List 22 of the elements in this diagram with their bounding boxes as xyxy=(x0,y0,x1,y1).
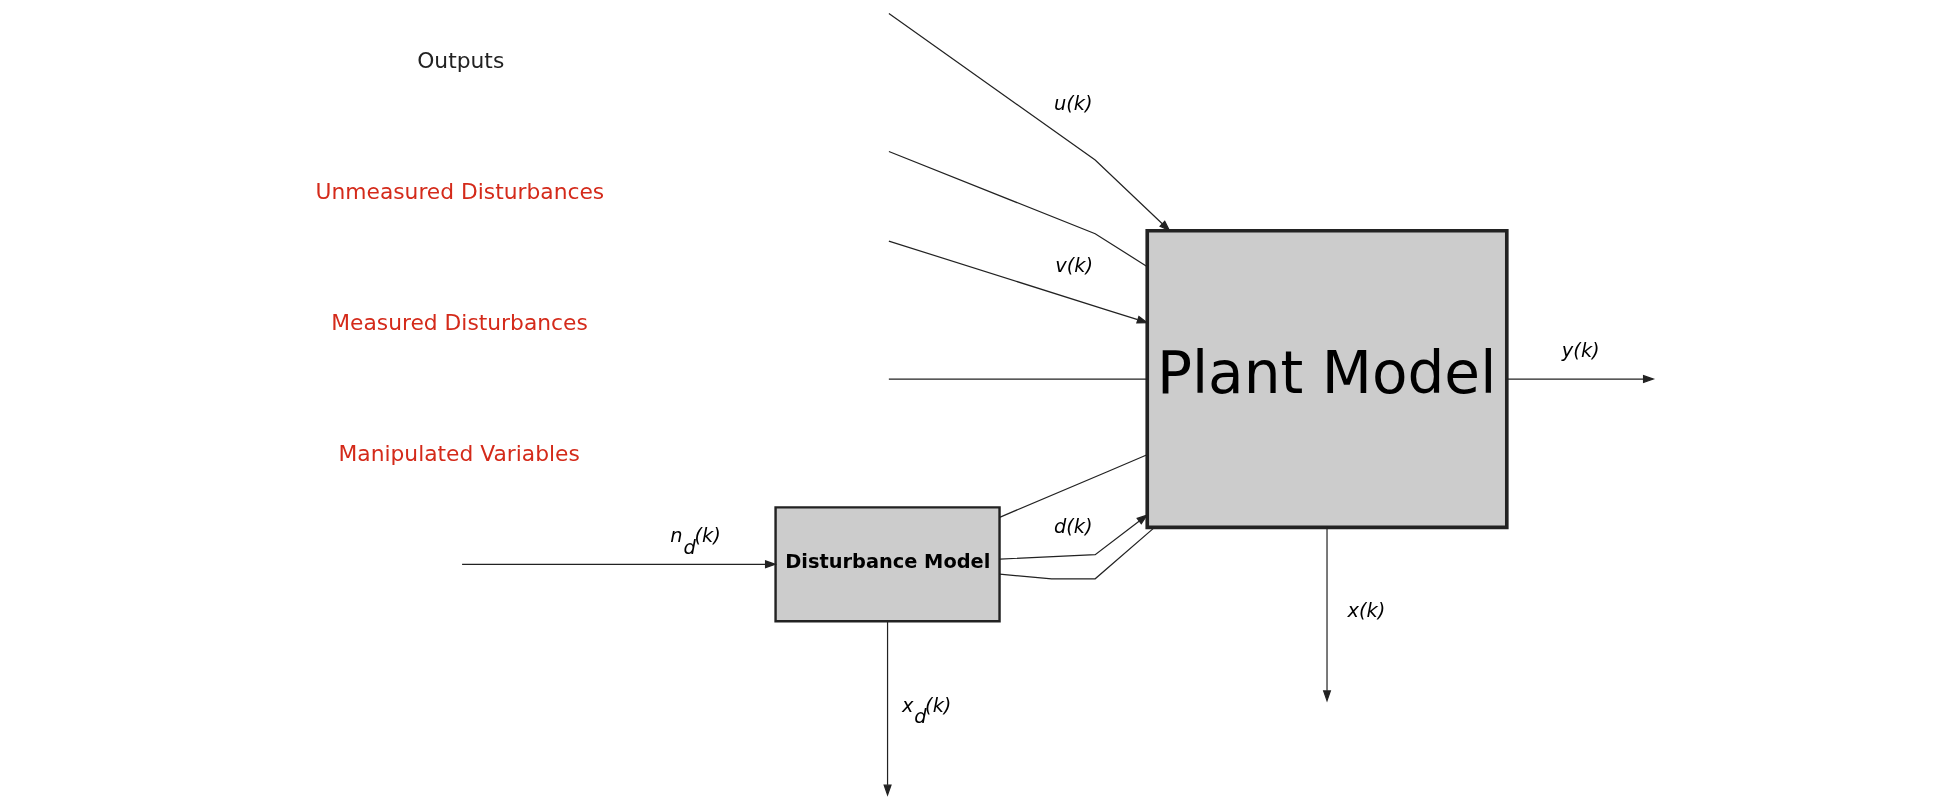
arrow xyxy=(461,560,777,569)
connector xyxy=(998,526,1155,580)
label: Measured Disturbances xyxy=(330,309,588,335)
connector xyxy=(887,378,1148,380)
arrow xyxy=(887,240,1149,324)
edge-label: v(k) xyxy=(1054,254,1093,278)
edge-label: d(k) xyxy=(1053,514,1093,538)
node-box: Plant Model xyxy=(1144,228,1509,530)
arrow xyxy=(1505,374,1655,384)
connector xyxy=(887,150,1148,267)
label: Outputs xyxy=(416,48,504,74)
arrow xyxy=(887,12,1171,232)
node-box: Disturbance Model xyxy=(773,506,1001,623)
edge-label: y(k) xyxy=(1561,339,1600,363)
connector xyxy=(998,454,1148,518)
label: Manipulated Variables xyxy=(338,440,580,466)
label: Unmeasured Disturbances xyxy=(315,179,604,205)
edge-label: u(k) xyxy=(1053,92,1093,116)
arrow xyxy=(1322,526,1331,703)
edge-label: x(k) xyxy=(1347,599,1385,623)
arrow xyxy=(998,514,1148,560)
arrow xyxy=(882,620,892,797)
